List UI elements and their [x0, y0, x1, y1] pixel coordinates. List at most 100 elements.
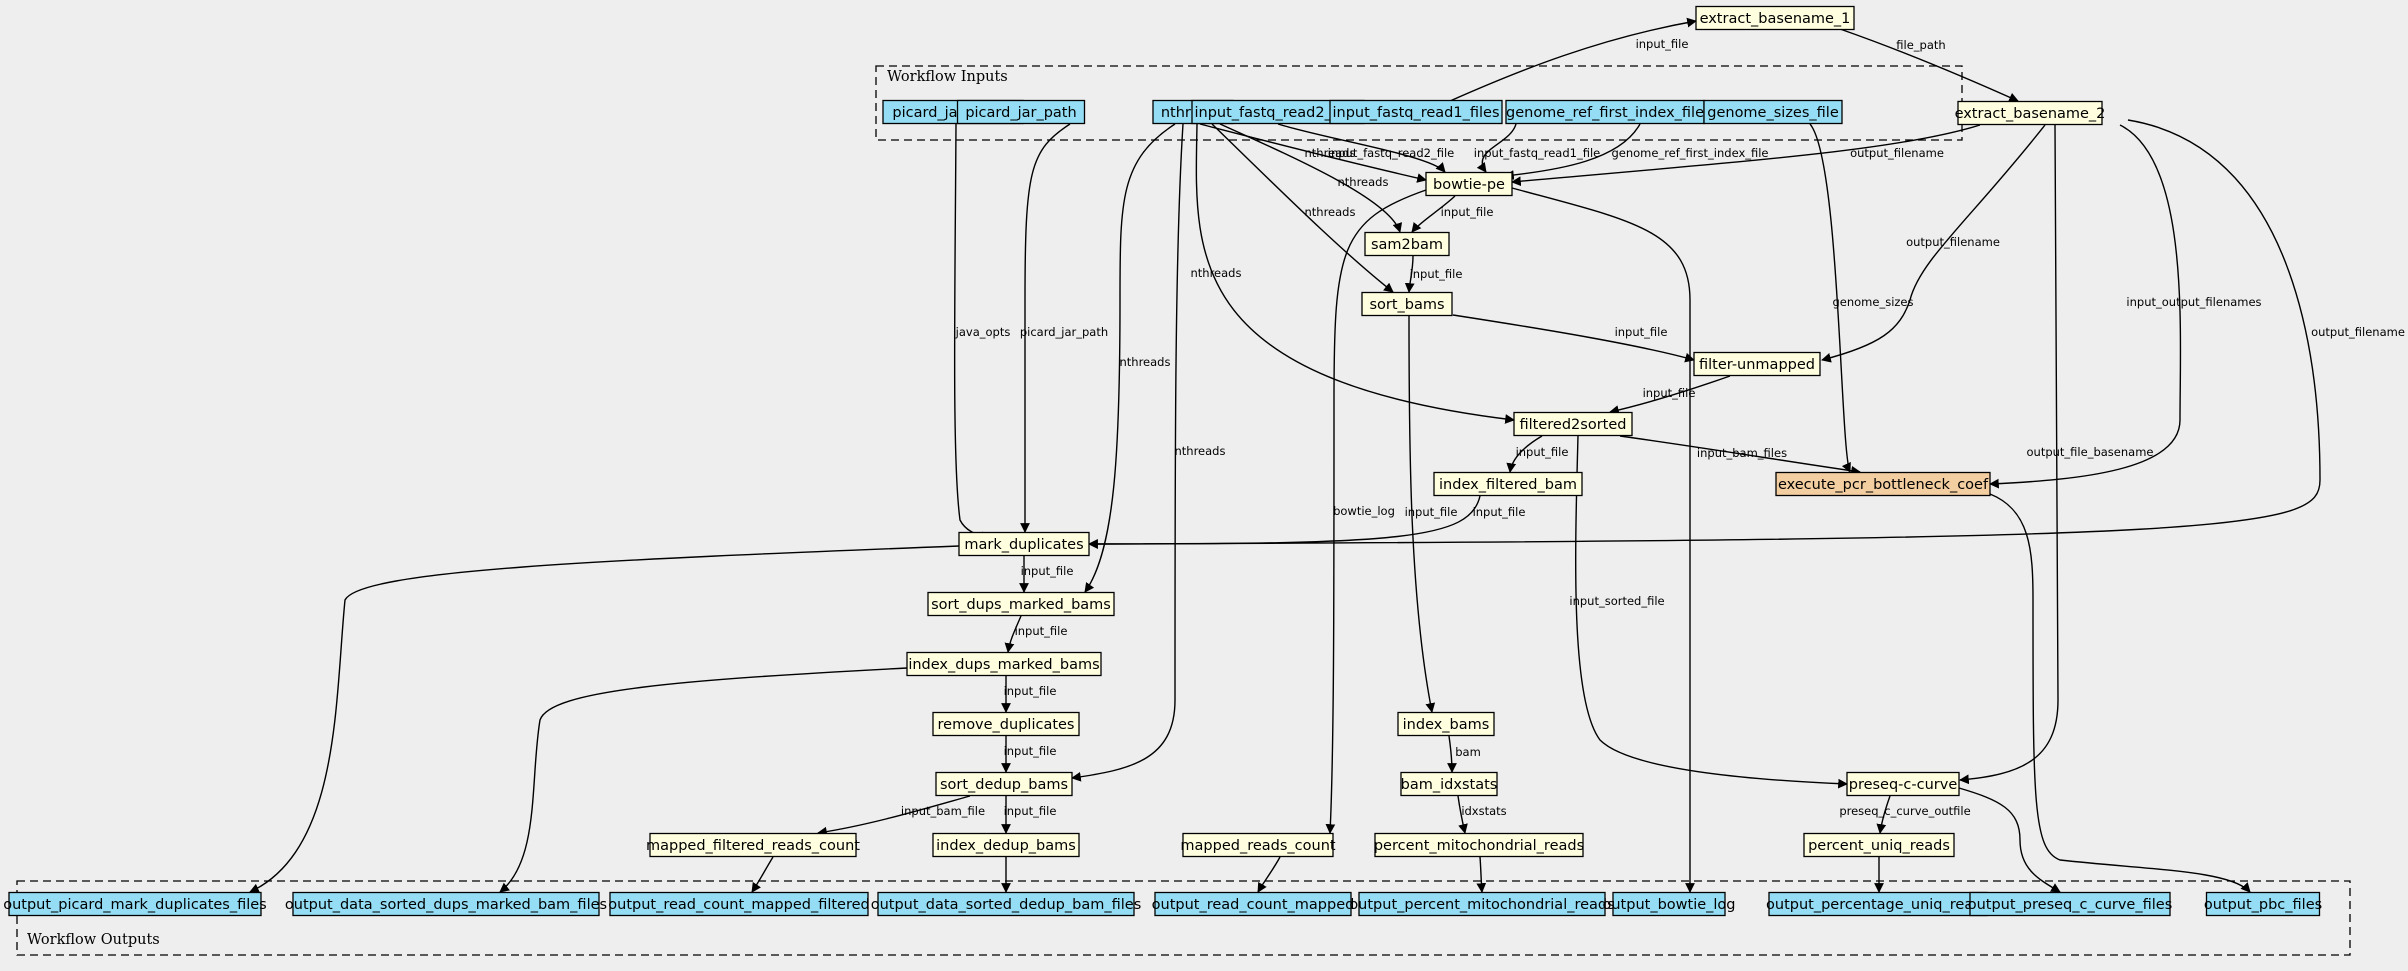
- node-mapped-filtered-reads-count[interactable]: mapped_filtered_reads_count: [646, 832, 860, 858]
- node-box: [935, 771, 1073, 797]
- edge-sort-bams-to-index-bams: [1408, 315, 1436, 713]
- node-output-bowtie-log[interactable]: output_bowtie_log: [1603, 891, 1736, 917]
- edge-extract-basename-2-to-bowtie-pe: [1511, 124, 1981, 187]
- node-box: [927, 591, 1115, 617]
- edge-index-filtered-bam-to-mark-duplicates: [1088, 495, 1481, 549]
- node-bowtie-pe[interactable]: bowtie-pe: [1425, 171, 1513, 197]
- edge-sort-dedup-bams-to-mapped-filtered-reads-count: [817, 795, 971, 837]
- node-box: [877, 891, 1135, 917]
- node-box: [1693, 351, 1821, 377]
- node-box: [649, 832, 857, 858]
- edge-label-percent-uniq-reads-preseq-c-curve-outfile: preseq_c_curve_outfile: [1839, 804, 1970, 818]
- node-genome-sizes-file[interactable]: genome_sizes_file: [1703, 99, 1843, 125]
- node-output-percent-mitochondrial-reads[interactable]: output_percent_mitochondrial_reads: [1349, 891, 1615, 917]
- node-box: [932, 711, 1080, 737]
- node-mapped-reads-count[interactable]: mapped_reads_count: [1180, 832, 1336, 858]
- edge-label-filter-unmapped-output-filename: output_filename: [1906, 235, 2000, 249]
- node-label: sam2bam: [1371, 237, 1443, 253]
- node-box: [1400, 771, 1498, 797]
- node-label: mark_duplicates: [964, 537, 1083, 553]
- node-box: [932, 832, 1080, 858]
- node-box: [1695, 5, 1855, 31]
- edge-genome-sizes-file-to-execute-pcr-bottleneck-coef: [1809, 123, 1851, 473]
- node-remove-duplicates[interactable]: remove_duplicates: [932, 711, 1080, 737]
- node-output-picard-mark-duplicates-files[interactable]: output_picard_mark_duplicates_files: [3, 891, 267, 917]
- node-percent-mitochondrial-reads[interactable]: percent_mitochondrial_reads: [1374, 832, 1584, 858]
- edge-label-bowtie-pe-output-filename: output_filename: [1850, 146, 1944, 160]
- edge-bam-idxstats-to-percent-mitochondrial-reads: [1457, 795, 1468, 834]
- edge-nthreads-to-bowtie-pe: [1199, 123, 1427, 183]
- node-label: genome_sizes_file: [1707, 105, 1839, 121]
- edge-label-extract-basename-2-file-path: file_path: [1896, 38, 1945, 52]
- node-output-read-count-mapped[interactable]: output_read_count_mapped: [1152, 891, 1355, 917]
- node-extract-basename-2[interactable]: extract_basename_2: [1955, 100, 2106, 126]
- node-label: mapped_filtered_reads_count: [646, 838, 860, 854]
- node-sort-dups-marked-bams[interactable]: sort_dups_marked_bams: [927, 591, 1115, 617]
- edge-label-mark-duplicates-output-filename: output_filename: [2311, 325, 2405, 339]
- edge-label-bowtie-pe-nthreads: nthreads: [1305, 146, 1356, 160]
- node-label: output_data_sorted_dedup_bam_files: [871, 897, 1142, 913]
- node-label: picard_jar_path: [965, 105, 1076, 121]
- node-box: [958, 531, 1090, 557]
- node-label: index_filtered_bam: [1439, 477, 1577, 493]
- node-mark-duplicates[interactable]: mark_duplicates: [958, 531, 1090, 557]
- edge-filtered2sorted-to-execute-pcr-bottleneck-coef: [1619, 435, 1861, 476]
- edge-mapped-filtered-reads-count-to-output-read-count-mapped-filtered: [751, 856, 774, 893]
- edge-label-extract-basename-1-input-file: input_file: [1636, 37, 1689, 51]
- node-filter-unmapped[interactable]: filter-unmapped: [1693, 351, 1821, 377]
- edge-label-filtered2sorted-input-file: input_file: [1643, 386, 1696, 400]
- node-box: [1329, 99, 1503, 125]
- edge-mapped-reads-count-to-output-read-count-mapped: [1257, 856, 1281, 893]
- edge-filtered2sorted-to-index-filtered-bam: [1506, 435, 1543, 473]
- node-input-fastq-read2-files[interactable]: input_fastq_read2_files: [1191, 99, 1365, 125]
- edge-label-sort-dups-marked-bams-nthreads: nthreads: [1120, 355, 1171, 369]
- node-genome-ref-first-index-file[interactable]: genome_ref_first_index_file: [1505, 99, 1705, 125]
- node-input-fastq-read1-files[interactable]: input_fastq_read1_files: [1329, 99, 1503, 125]
- node-index-bams[interactable]: index_bams: [1397, 711, 1495, 737]
- node-bam-idxstats[interactable]: bam_idxstats: [1400, 771, 1498, 797]
- node-sam2bam[interactable]: sam2bam: [1364, 231, 1450, 257]
- node-output-pbc-files[interactable]: output_pbc_files: [2204, 891, 2322, 917]
- edge-picard-java-opts-to-mark-duplicates: [953, 123, 991, 542]
- node-label: output_data_sorted_dups_marked_bam_files: [285, 897, 607, 913]
- edge-sort-bams-to-filter-unmapped: [1452, 314, 1695, 363]
- edge-sort-dups-marked-bams-to-index-dups-marked-bams: [1004, 615, 1022, 653]
- node-index-filtered-bam[interactable]: index_filtered_bam: [1433, 471, 1583, 497]
- node-box: [1182, 832, 1334, 858]
- node-output-percentage-uniq-reads[interactable]: output_percentage_uniq_reads: [1766, 891, 1990, 917]
- node-output-read-count-mapped-filtered[interactable]: output_read_count_mapped_filtered: [608, 891, 870, 917]
- node-label: output_percentage_uniq_reads: [1766, 897, 1990, 913]
- node-sort-bams[interactable]: sort_bams: [1361, 291, 1453, 317]
- node-extract-basename-1[interactable]: extract_basename_1: [1695, 5, 1855, 31]
- node-box: [1374, 832, 1584, 858]
- edge-genome-ref-first-index-file-to-bowtie-pe: [1504, 123, 1641, 180]
- edge-label-bowtie-pe-input-fastq-read1-file: input_fastq_read1_file: [1474, 146, 1600, 160]
- node-sort-dedup-bams[interactable]: sort_dedup_bams: [935, 771, 1073, 797]
- node-percent-uniq-reads[interactable]: percent_uniq_reads: [1803, 832, 1955, 858]
- node-picard-jar-path[interactable]: picard_jar_path: [956, 99, 1086, 125]
- node-output-data-sorted-dups-marked-bam-files[interactable]: output_data_sorted_dups_marked_bam_files: [285, 891, 607, 917]
- node-label: output_read_count_mapped_filtered: [608, 897, 869, 913]
- node-index-dups-marked-bams[interactable]: index_dups_marked_bams: [906, 651, 1102, 677]
- node-output-data-sorted-dedup-bam-files[interactable]: output_data_sorted_dedup_bam_files: [871, 891, 1142, 917]
- edge-bowtie-pe-to-sam2bam: [1411, 195, 1456, 233]
- edge-nthreads-to-sort-bams: [1211, 123, 1394, 293]
- edge-label-mark-duplicates-java-opts: java_opts: [955, 325, 1011, 339]
- node-box: [1361, 291, 1453, 317]
- edge-extract-basename-2-to-mark-duplicates: [1088, 119, 2321, 549]
- edge-percent-mitochondrial-reads-to-output-percent-mitochondrial-reads: [1476, 856, 1487, 893]
- node-box: [1775, 471, 1991, 497]
- node-filtered2sorted[interactable]: filtered2sorted: [1513, 411, 1633, 437]
- edge-nthreads-to-sort-dups-marked-bams: [1084, 123, 1176, 593]
- edge-label-preseq-c-curve-output-file-basename: output_file_basename: [2027, 445, 2154, 459]
- node-label: output_preseq_c_curve_files: [1968, 897, 2173, 913]
- edge-picard-jar-path-to-mark-duplicates: [1020, 123, 1071, 533]
- node-index-dedup-bams[interactable]: index_dedup_bams: [932, 832, 1080, 858]
- node-label: percent_mitochondrial_reads: [1374, 838, 1584, 854]
- node-label: filter-unmapped: [1699, 357, 1815, 373]
- node-output-preseq-c-curve-files[interactable]: output_preseq_c_curve_files: [1968, 891, 2173, 917]
- node-execute-pcr-bottleneck-coef[interactable]: execute_pcr_bottleneck_coef: [1775, 471, 1991, 497]
- node-preseq-c-curve[interactable]: preseq-c-curve: [1846, 771, 1960, 797]
- node-label: bowtie-pe: [1433, 177, 1505, 193]
